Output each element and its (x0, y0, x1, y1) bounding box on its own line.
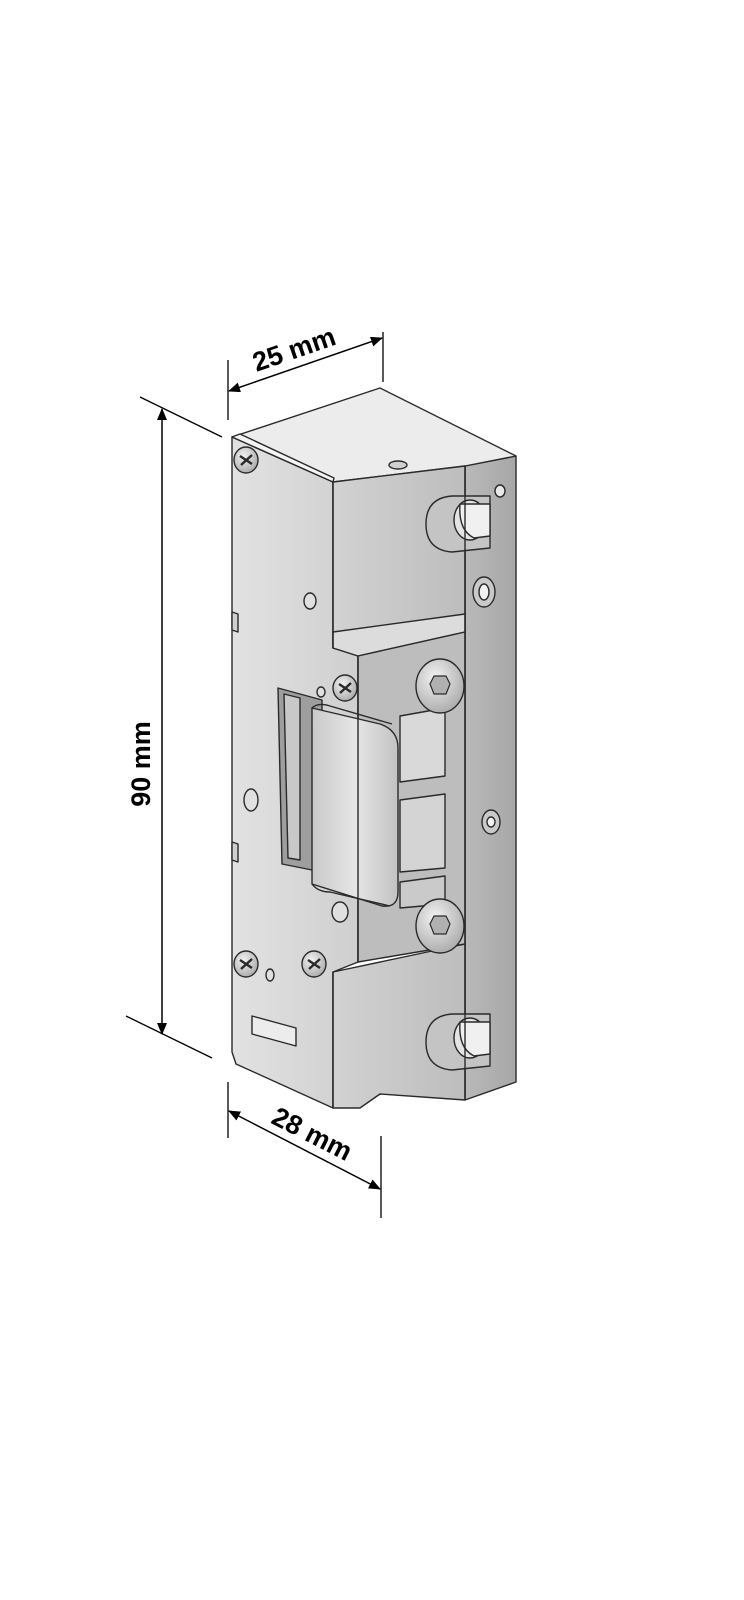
dimension-label-height: 90 mm (126, 721, 156, 807)
extension-line (125, 1015, 213, 1059)
dimension-left-90mm: 90 mm (125, 396, 223, 1059)
mounting-hole-lower (425, 1013, 491, 1071)
hole (316, 686, 326, 698)
phillips-screw-icon (332, 674, 358, 702)
phillips-screw-icon (233, 950, 259, 978)
plate-edge (231, 433, 335, 483)
edge-tab (231, 841, 239, 863)
hole (388, 460, 408, 470)
door-strike (231, 387, 517, 1109)
extension-line (139, 396, 223, 438)
hole (494, 484, 506, 498)
phillips-screw-icon (233, 446, 259, 474)
latch-lower-curve (311, 883, 391, 907)
latch (311, 707, 399, 907)
hole (243, 788, 259, 812)
hole (331, 901, 349, 923)
dimension-line (228, 336, 383, 393)
mounting-hole-upper (425, 495, 491, 553)
torx-screw-icon (415, 658, 465, 714)
latch-slot-shadow (283, 693, 301, 861)
side-face (464, 455, 517, 1101)
hole (478, 583, 490, 601)
cavity-inner-mid (399, 793, 446, 873)
dimension-line (228, 1110, 381, 1190)
hole (265, 968, 275, 982)
adjustment-slot (251, 1015, 297, 1047)
cavity-inner-top (399, 707, 446, 783)
torx-screw-icon (415, 898, 465, 954)
hole (486, 816, 496, 828)
dimension-label-width-bottom: 28 mm (267, 1101, 357, 1167)
latch-curve (311, 703, 393, 725)
hole (303, 592, 317, 610)
edge-tab (231, 611, 239, 633)
phillips-screw-icon (301, 950, 327, 978)
